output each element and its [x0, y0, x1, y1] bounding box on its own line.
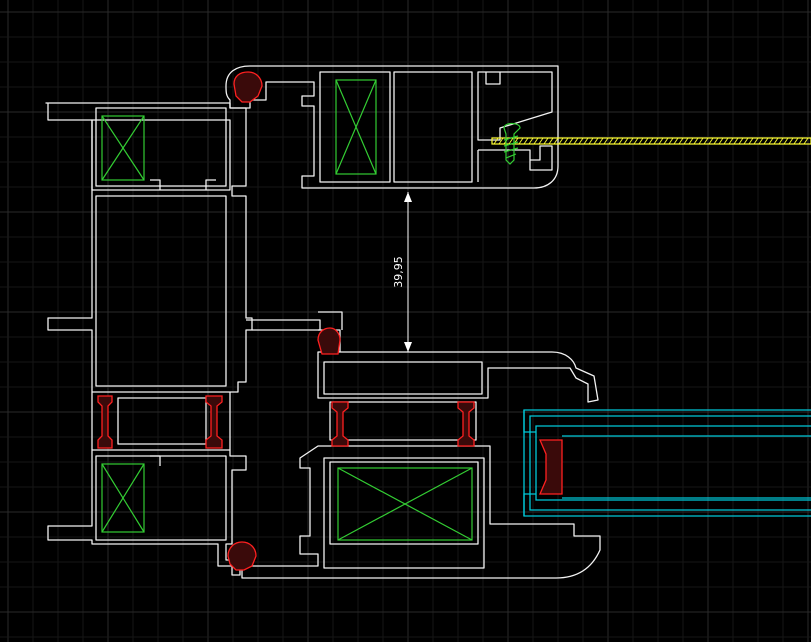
thermal-strip-right-2: [457, 401, 475, 447]
hatch-line: [538, 137, 544, 145]
hatch-line: [748, 137, 754, 145]
gasket-bottom: [227, 541, 257, 571]
hatch-line: [683, 137, 689, 145]
hatch-line: [553, 137, 559, 145]
hatch-line: [718, 137, 724, 145]
gaskets: [97, 71, 563, 571]
hatch-line: [613, 137, 619, 145]
hatch-line: [673, 137, 679, 145]
hatch-line: [753, 137, 759, 145]
hatch-line: [618, 137, 624, 145]
hatch-line: [773, 137, 779, 145]
hatch-line: [528, 137, 534, 145]
hatch-line: [733, 137, 739, 145]
hatch-line: [558, 137, 564, 145]
hatch-line: [708, 137, 714, 145]
hatch-line: [633, 137, 639, 145]
insulation-bottom-left: [101, 463, 145, 533]
glazing-unit: [523, 409, 811, 517]
hatch-line: [508, 137, 514, 145]
hatch-line: [593, 137, 599, 145]
hatch-line: [778, 137, 784, 145]
thermal-strip-right-1: [331, 401, 349, 447]
gasket-top: [233, 71, 263, 103]
hatch-line: [793, 137, 799, 145]
hatch-line: [598, 137, 604, 145]
left-frame-profile: [45, 102, 321, 393]
hatch-line: [583, 137, 589, 145]
hatch-line: [648, 137, 654, 145]
hatch-line: [638, 137, 644, 145]
left-frame-lower-profile: [47, 449, 247, 576]
hatch-line: [603, 137, 609, 145]
hatch-line: [563, 137, 569, 145]
hatch-line: [668, 137, 674, 145]
hatch-line: [518, 137, 524, 145]
hatch-line: [713, 137, 719, 145]
hatch-line: [703, 137, 709, 145]
insulation-bottom-sash: [337, 467, 473, 541]
hatch-line: [698, 137, 704, 145]
hatch-line: [768, 137, 774, 145]
insulation-inserts: [101, 79, 473, 541]
hatch-line: [653, 137, 659, 145]
hatch-line: [743, 137, 749, 145]
glass-hatch-strip: [491, 137, 811, 145]
hatch-line: [728, 137, 734, 145]
hatch-line: [498, 137, 504, 145]
hatch-line: [783, 137, 789, 145]
hatch-line: [678, 137, 684, 145]
screw-icon: [503, 122, 521, 165]
hatch-line: [693, 137, 699, 145]
hatch-line: [763, 137, 769, 145]
hatch-line: [533, 137, 539, 145]
insulation-top-sash: [335, 79, 377, 175]
dimension-annotation: 39,95: [392, 192, 412, 352]
hatch-line: [573, 137, 579, 145]
hatch-line: [543, 137, 549, 145]
thermal-strip-left-1: [97, 395, 113, 449]
insulation-top-left: [101, 115, 145, 181]
hatch-line: [803, 137, 809, 145]
hatch-line: [623, 137, 629, 145]
lower-thermal-break: [329, 401, 477, 441]
hatch-line: [628, 137, 634, 145]
gasket-middle: [317, 327, 341, 355]
hatch-line: [758, 137, 764, 145]
hatch-line: [738, 137, 744, 145]
hatch-line: [608, 137, 614, 145]
hatch-line: [523, 137, 529, 145]
hatch-line: [788, 137, 794, 145]
lower-sash-bottom-profile: [241, 445, 601, 579]
hatch-line: [658, 137, 664, 145]
hatch-line: [578, 137, 584, 145]
thermal-strip-left-2: [205, 395, 223, 449]
dimension-label: 39,95: [392, 256, 405, 288]
hatch-line: [588, 137, 594, 145]
hatch-line: [643, 137, 649, 145]
hatch-line: [798, 137, 804, 145]
glazing-gasket: [539, 439, 563, 495]
hatch-line: [548, 137, 554, 145]
hatch-line: [663, 137, 669, 145]
top-sash-profile: [225, 65, 559, 189]
hatch-line: [688, 137, 694, 145]
hatch-line: [493, 137, 499, 145]
hatch-line: [568, 137, 574, 145]
hatch-line: [723, 137, 729, 145]
